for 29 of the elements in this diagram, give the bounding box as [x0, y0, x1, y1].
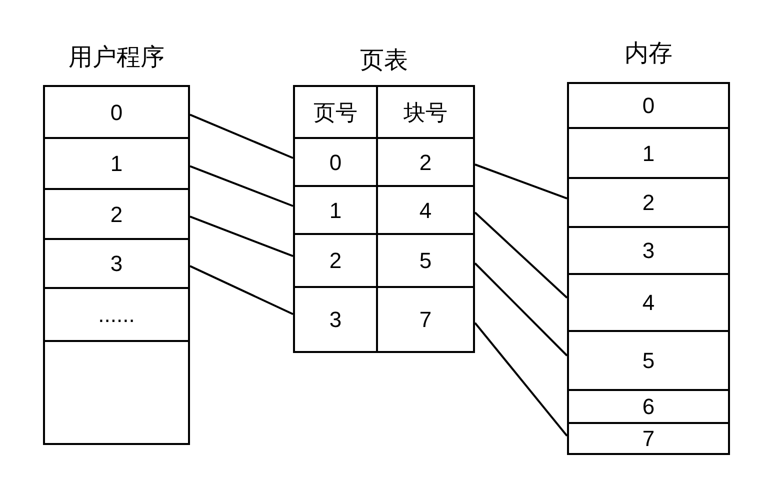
table-cell: 7 — [567, 422, 730, 455]
empty-cell — [43, 340, 190, 445]
table-cell: 1 — [567, 127, 730, 179]
connector-line — [474, 164, 568, 200]
table-cell: 1 — [43, 137, 190, 190]
table-cell: 4 — [567, 273, 730, 332]
table-cell: ...... — [43, 287, 190, 342]
connector-line — [474, 262, 568, 356]
table-cell: 3 — [293, 286, 378, 353]
table-cell: 3 — [567, 226, 730, 275]
table-cell: 7 — [376, 286, 475, 353]
connector-line — [474, 322, 568, 436]
table-cell: 0 — [567, 82, 730, 129]
column-heading: 页表 — [359, 46, 409, 76]
connector-line — [190, 265, 294, 316]
table-cell: 2 — [567, 177, 730, 228]
column-heading: 用户程序 — [68, 43, 166, 73]
column-heading: 内存 — [624, 39, 674, 69]
table-cell: 2 — [43, 188, 190, 240]
table-cell: 块号 — [376, 85, 475, 139]
connector-line — [190, 165, 294, 207]
table-cell: 6 — [567, 389, 730, 424]
connector-line — [474, 212, 568, 299]
connector-line — [190, 216, 294, 258]
connector-line — [190, 114, 294, 159]
table-cell: 5 — [567, 330, 730, 391]
table-cell: 3 — [43, 238, 190, 289]
table-cell: 页号 — [293, 85, 378, 139]
table-cell: 0 — [43, 85, 190, 139]
